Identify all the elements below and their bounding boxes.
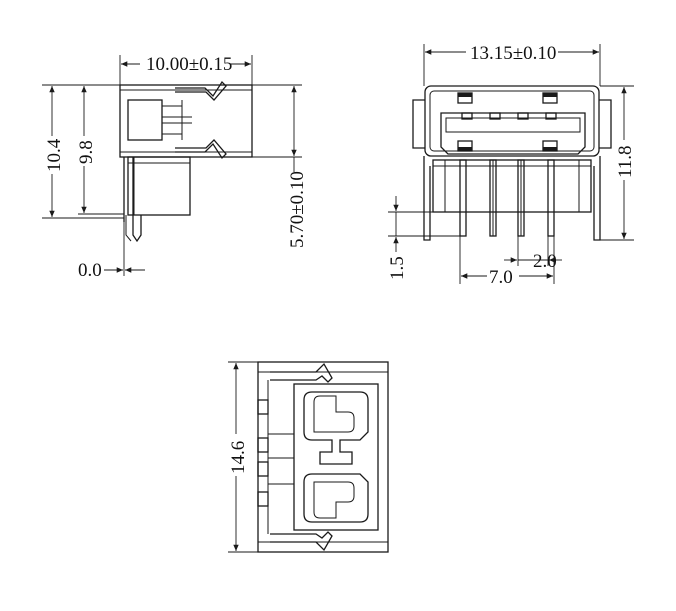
contact-3 [517, 112, 529, 120]
side-tongue [127, 99, 163, 141]
bottom-top-spring [270, 362, 333, 383]
bottom-bottom-spring [270, 531, 333, 552]
side-body-outline [119, 84, 253, 158]
lower-contact-tongue [303, 473, 369, 523]
bottom-latch-spring [175, 139, 227, 160]
side-pin [123, 157, 142, 243]
side-right-height-dim: 5.70±0.10 [287, 171, 308, 248]
pin-length-dim: 1.5 [387, 256, 408, 280]
side-body-height-dim: 9.8 [76, 140, 97, 164]
front-width-dim: 13.15±0.10 [470, 43, 556, 64]
bottom-outline [257, 361, 389, 553]
top-latch-spring [175, 80, 227, 101]
contact-4 [545, 112, 557, 120]
front-housing [432, 159, 592, 213]
side-mount-block [127, 156, 191, 216]
front-right-leg [593, 156, 601, 241]
contact-1 [461, 112, 473, 120]
front-right-flange [599, 99, 612, 149]
front-shell-outline [424, 85, 600, 157]
side-width-dim: 10.00±0.15 [146, 54, 232, 75]
usb-port-opening [440, 112, 586, 155]
front-left-leg [423, 156, 431, 241]
bottom-length-dim: 14.6 [228, 441, 249, 474]
front-left-flange [412, 99, 425, 149]
upper-contact-tongue [303, 391, 369, 465]
pin-4 [547, 159, 555, 237]
side-offset-dim: 0.0 [78, 260, 102, 281]
front-height-dim: 11.8 [615, 145, 636, 178]
pin-pitch-dim: 2.0 [533, 251, 557, 272]
pin-span-dim: 7.0 [489, 267, 513, 288]
front-view: 13.15±0.10 11.8 1.5 2.0 7.0 [387, 42, 636, 288]
side-total-height-dim: 10.4 [44, 138, 65, 172]
pin-1 [459, 159, 467, 237]
contact-2 [489, 112, 501, 120]
bottom-inner-housing [293, 383, 379, 531]
side-view: 10.00±0.15 10.4 9.8 5.70±0.10 0.0 [42, 52, 308, 281]
bottom-view: 14.6 [226, 361, 389, 553]
